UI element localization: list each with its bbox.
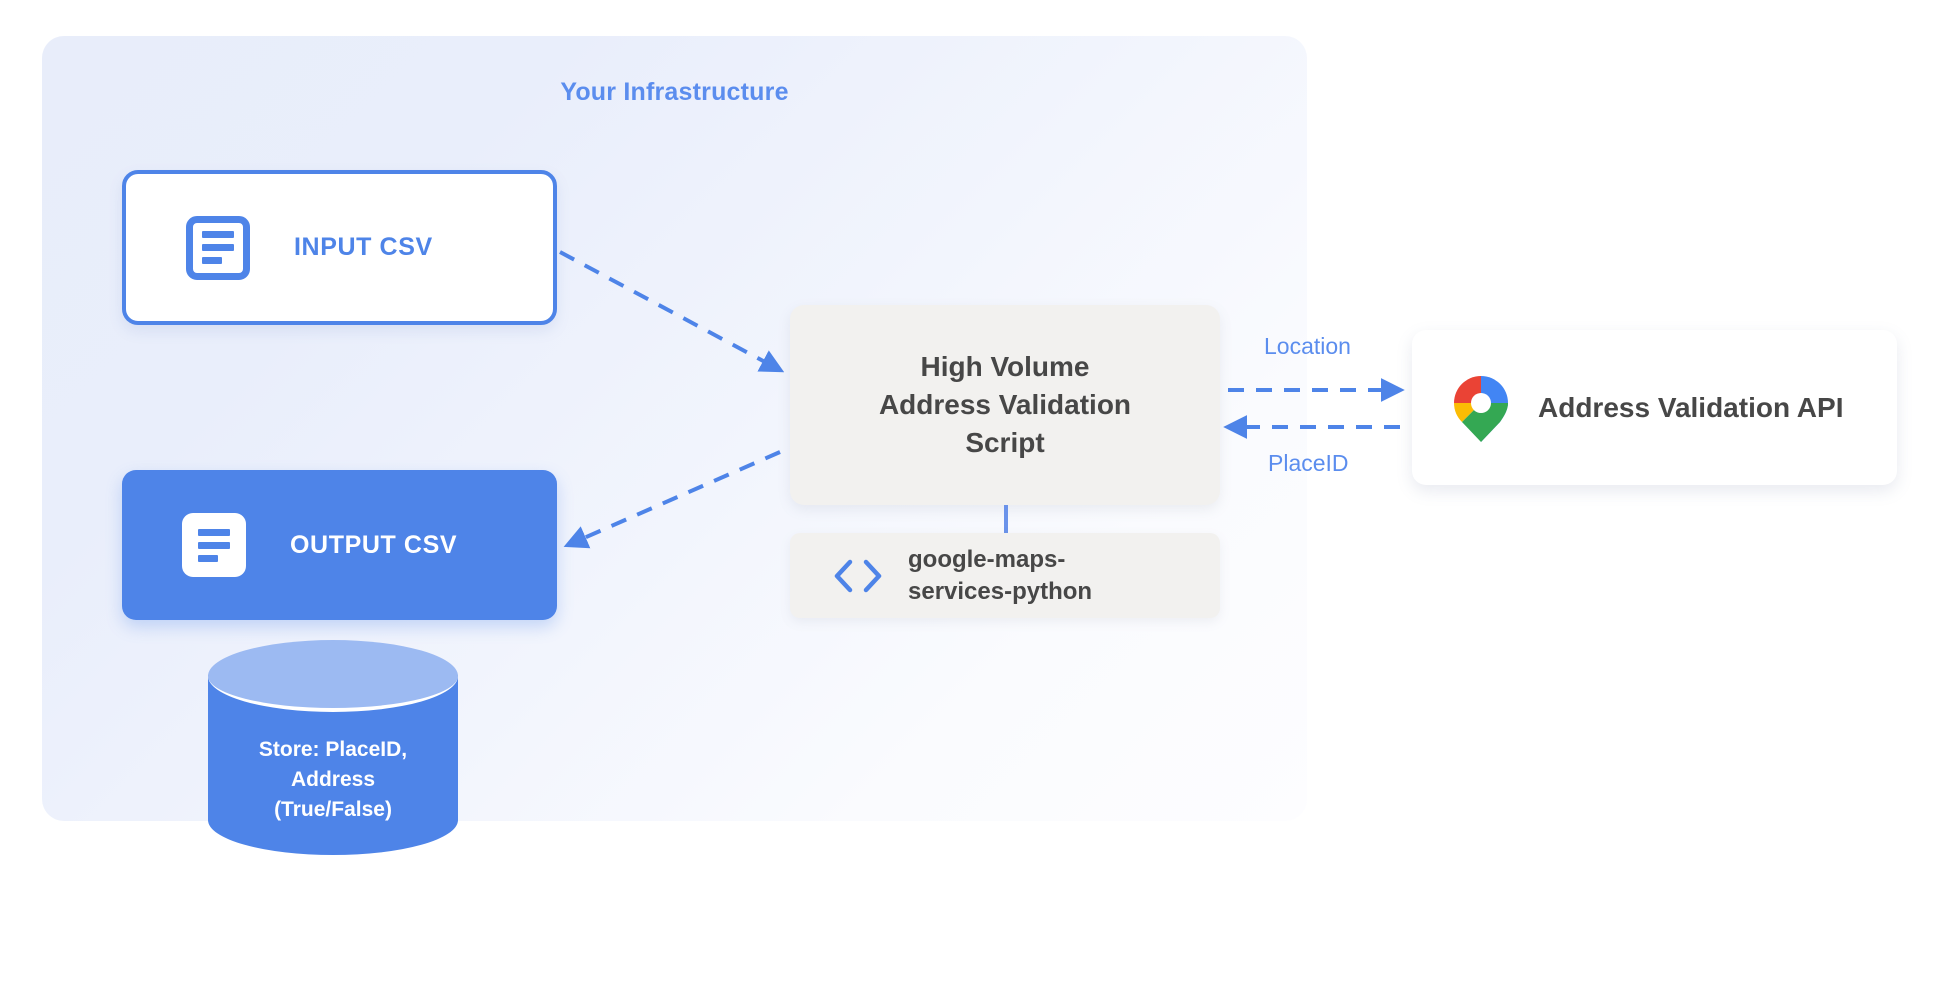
script-line-1: High Volume	[920, 351, 1090, 383]
library-line-1: google-maps-	[908, 546, 1066, 574]
output-csv-label: OUTPUT CSV	[290, 530, 458, 559]
database-top-ellipse	[208, 640, 458, 712]
document-icon	[186, 215, 250, 280]
script-library-connector	[1004, 505, 1008, 535]
node-validation-script[interactable]: High Volume Address Validation Script	[790, 305, 1220, 505]
library-label: google-maps- services-python	[908, 544, 1092, 606]
database-label: Store: PlaceID, Address (True/False)	[208, 735, 458, 824]
script-line-3: Script	[965, 426, 1045, 458]
database-line-2: Address	[290, 767, 376, 791]
edge-label-location: Location	[1264, 333, 1351, 359]
node-address-validation-api[interactable]: Address Validation API	[1412, 330, 1897, 485]
node-output-csv[interactable]: OUTPUT CSV	[122, 470, 557, 620]
script-line-2: Address Validation	[878, 389, 1132, 421]
edge-label-placeid: PlaceID	[1268, 450, 1349, 476]
node-client-library[interactable]: google-maps- services-python	[790, 533, 1220, 618]
api-label: Address Validation API	[1538, 391, 1844, 423]
code-brackets-icon	[834, 559, 882, 592]
library-line-2: services-python	[908, 577, 1093, 605]
node-input-csv[interactable]: INPUT CSV	[122, 170, 557, 325]
infrastructure-panel-title: Your Infrastructure	[560, 78, 789, 106]
node-database[interactable]: Store: PlaceID, Address (True/False)	[208, 640, 458, 855]
database-line-1: Store: PlaceID,	[258, 738, 408, 761]
input-csv-label: INPUT CSV	[294, 233, 433, 261]
google-maps-pin-icon	[1454, 375, 1508, 442]
database-line-3: (True/False)	[274, 797, 392, 821]
document-icon	[182, 513, 246, 577]
